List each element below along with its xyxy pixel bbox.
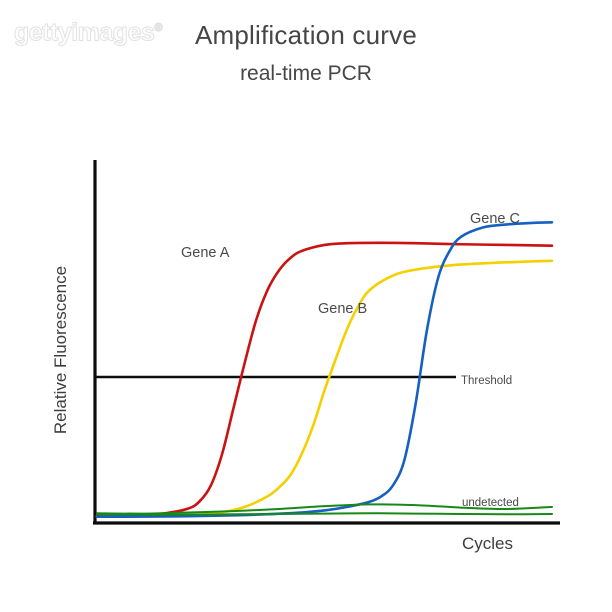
registered-trademark-icon: ® xyxy=(154,22,163,35)
threshold-label: Threshold xyxy=(461,375,513,387)
gene-b-curve xyxy=(95,259,554,519)
undetected-curve-upper xyxy=(96,503,553,515)
watermark-text: gettyimages xyxy=(13,18,155,47)
chart-subtitle: real-time PCR xyxy=(240,62,372,85)
series-label-gene-a: Gene A xyxy=(181,245,230,261)
gene-c-curve xyxy=(95,221,554,519)
undetected-curve-lower xyxy=(96,512,553,516)
getty-images-watermark: gettyimages® xyxy=(13,14,164,47)
chart-title: Amplification curve xyxy=(195,20,417,50)
undetected-label: undetected xyxy=(462,497,519,509)
series-label-gene-b: Gene B xyxy=(318,301,368,317)
y-axis-label: Relative Fluorescence xyxy=(51,265,70,435)
x-axis-label: Cycles xyxy=(462,534,514,553)
series-label-gene-c: Gene C xyxy=(470,211,520,227)
gene-a-curve xyxy=(95,241,554,518)
data-curves-group xyxy=(95,221,554,519)
